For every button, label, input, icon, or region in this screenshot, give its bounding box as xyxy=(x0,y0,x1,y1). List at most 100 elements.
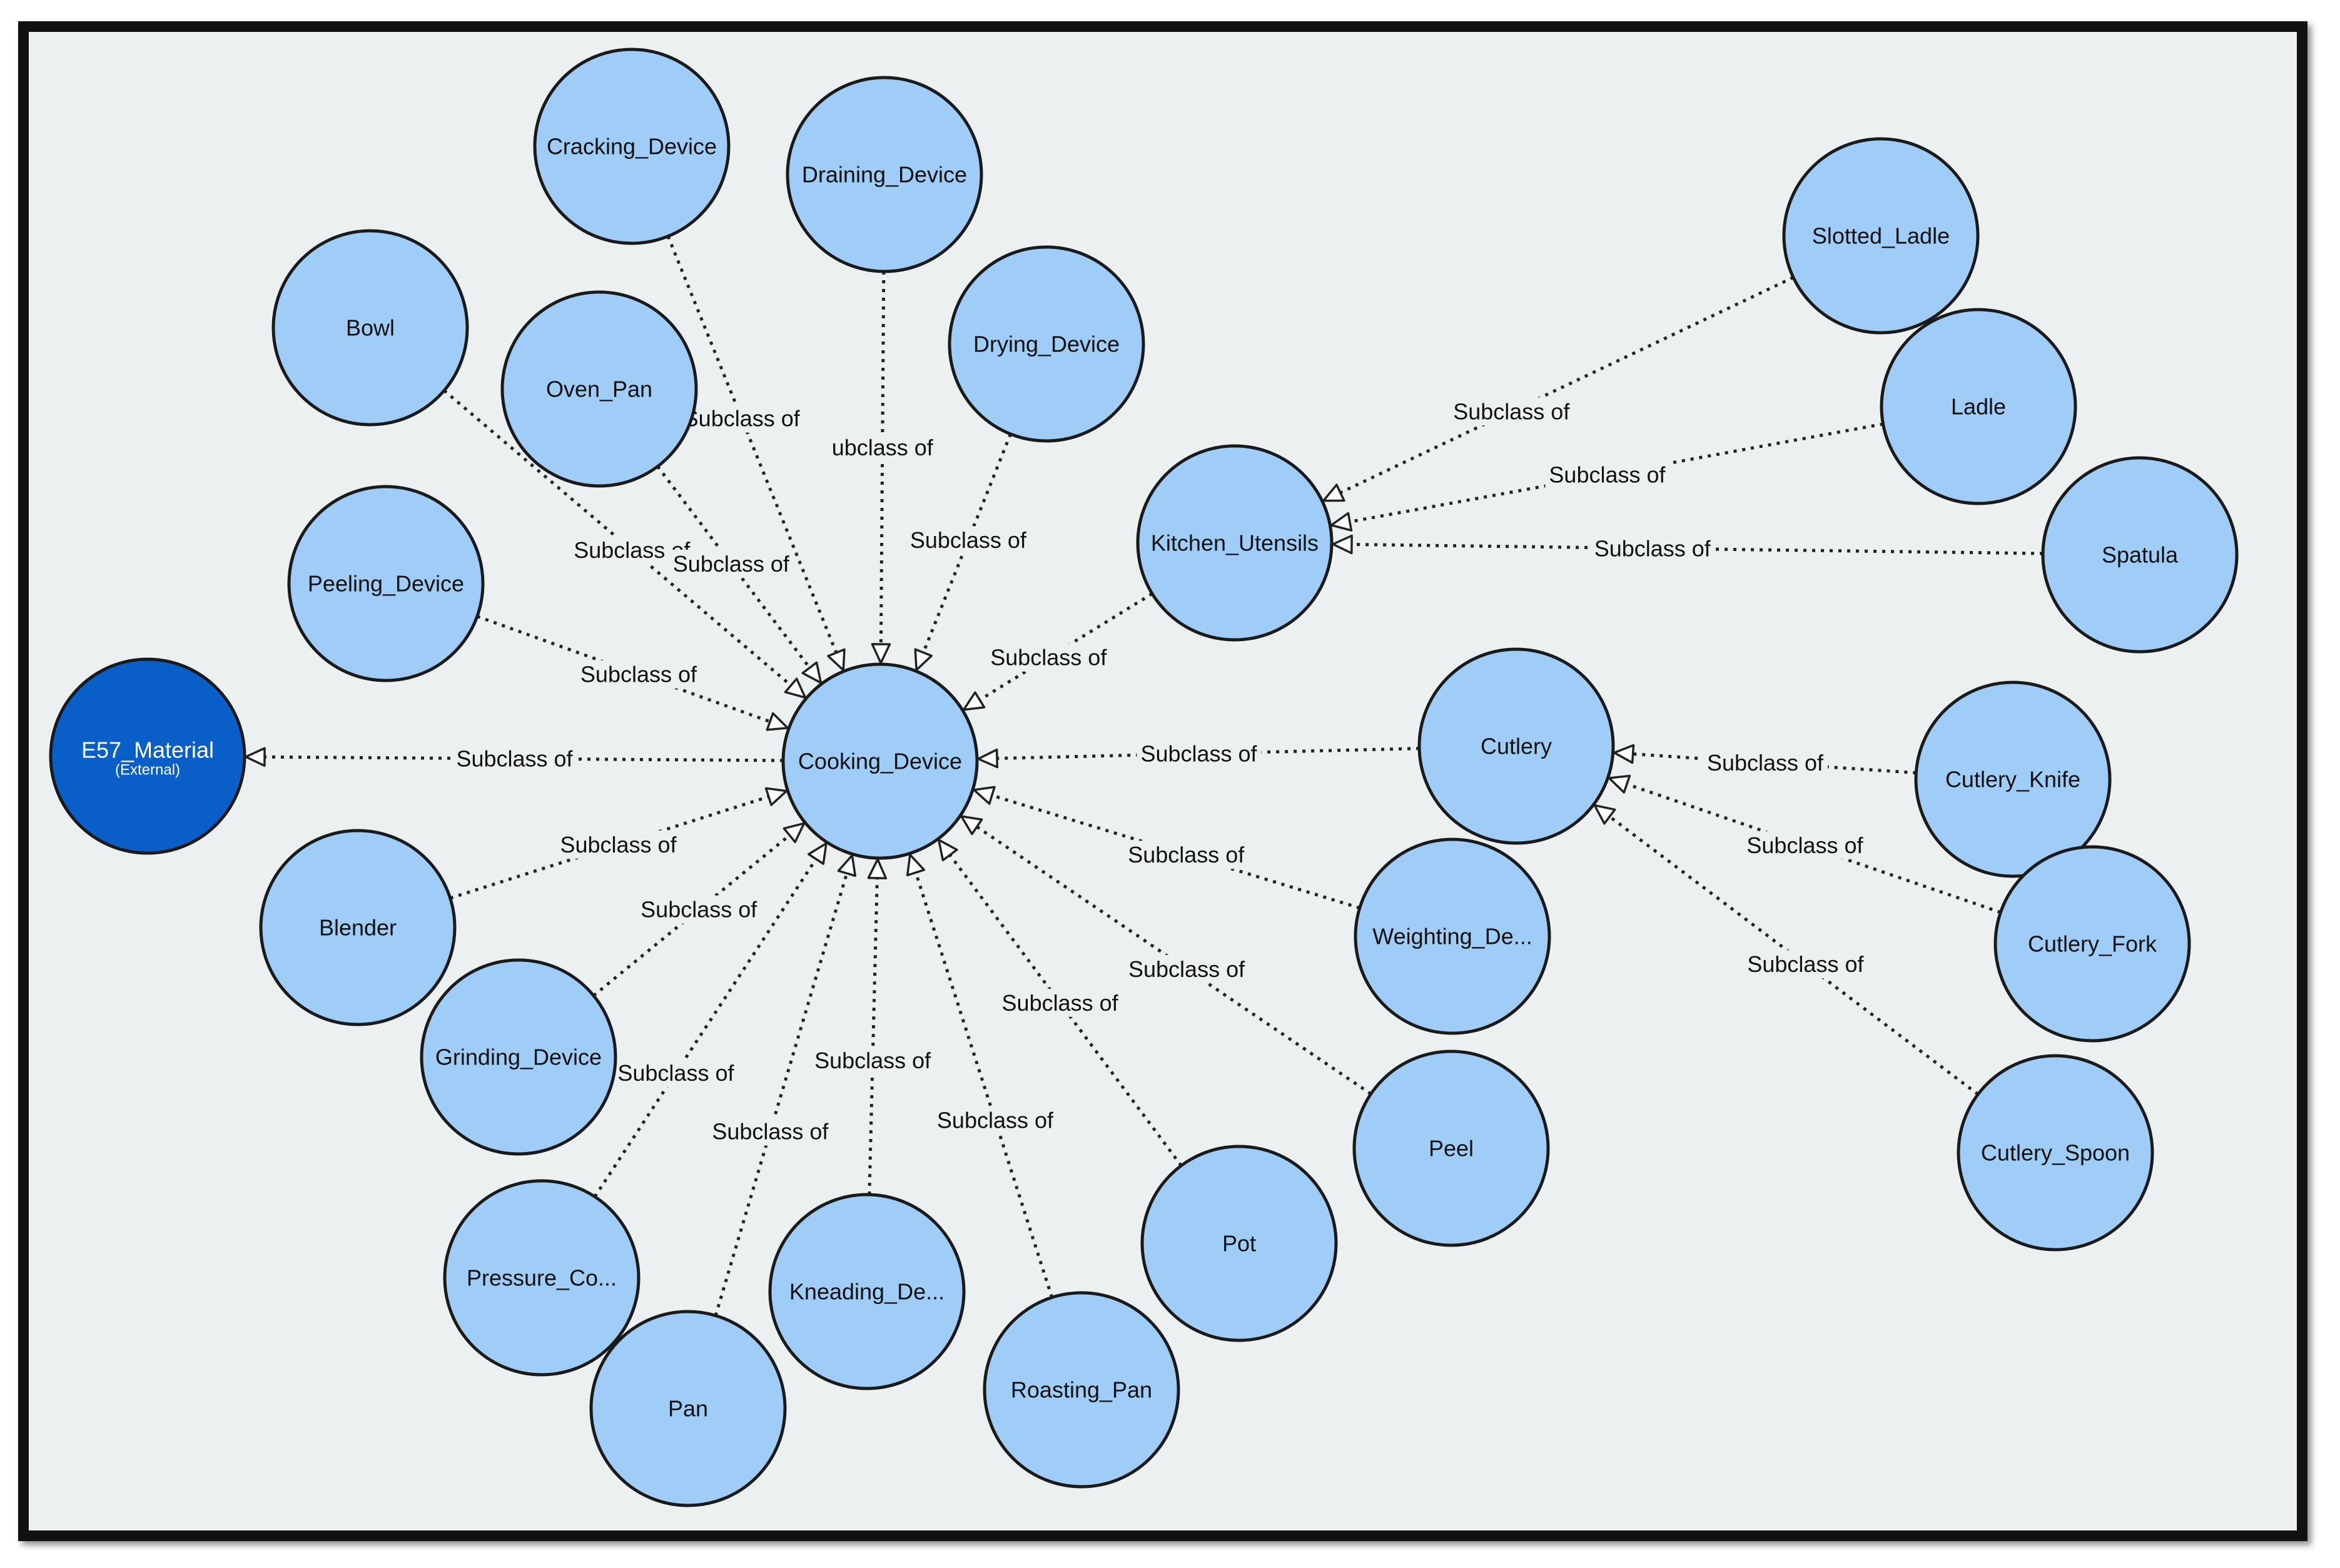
nodes-layer: Cooking_Device E57_Material(External) Crac… xyxy=(49,48,2239,1507)
node-circle[interactable] xyxy=(1354,837,1551,1035)
edge-label-background xyxy=(556,830,681,859)
node-circle[interactable] xyxy=(786,76,983,273)
edge-pan-to-cooking[interactable]: Subclass of xyxy=(708,854,856,1317)
edge-cooking-to-e57[interactable]: Subclass of xyxy=(245,744,784,773)
edge-pot-to-cooking[interactable]: Subclass of xyxy=(938,839,1183,1167)
node-circle[interactable] xyxy=(1914,680,2112,878)
node-peeling[interactable]: Peeling_Device xyxy=(287,485,485,682)
node-circle[interactable] xyxy=(443,1179,641,1377)
node-circle[interactable] xyxy=(49,657,246,855)
node-label: Bowl xyxy=(346,315,395,341)
node-circle[interactable] xyxy=(1136,444,1334,642)
node-circle[interactable] xyxy=(1140,1145,1338,1342)
node-roasting[interactable]: Roasting_Pan xyxy=(983,1291,1180,1489)
node-circle[interactable] xyxy=(983,1291,1180,1489)
node-circle[interactable] xyxy=(1782,137,1980,335)
arrowhead-icon xyxy=(784,677,807,699)
node-circle[interactable] xyxy=(589,1310,787,1507)
node-circle[interactable] xyxy=(2041,456,2239,654)
node-label: Kneading_De... xyxy=(789,1279,945,1305)
node-ladle[interactable]: Ladle xyxy=(1880,308,2077,505)
node-slotted[interactable]: Slotted_Ladle xyxy=(1782,137,1980,335)
node-circle[interactable] xyxy=(1352,1050,1550,1247)
node-blender[interactable]: Blender xyxy=(259,829,457,1026)
edge-knife-to-cutlery[interactable]: Subclass of xyxy=(1613,744,1917,777)
node-weighting[interactable]: Weighting_De... xyxy=(1354,837,1551,1035)
node-label: Weighting_De... xyxy=(1372,924,1532,949)
arrowhead-icon xyxy=(1613,744,1635,764)
node-knife[interactable]: Cutlery_Knife xyxy=(1914,680,2112,878)
node-label: Blender xyxy=(319,915,397,941)
edge-cracking-to-cooking[interactable]: Subclass of xyxy=(666,235,846,672)
node-peel[interactable]: Peel xyxy=(1352,1050,1550,1247)
node-circle[interactable] xyxy=(271,229,469,427)
node-circle[interactable] xyxy=(1993,845,2191,1043)
arrowhead-icon xyxy=(906,853,926,877)
edge-label-background xyxy=(1590,534,1715,563)
edge-label-background xyxy=(679,404,804,433)
node-draining[interactable]: Draining_Device xyxy=(786,76,983,273)
node-drying[interactable]: Drying_Device xyxy=(948,245,1145,443)
node-cutlery[interactable]: Cutlery xyxy=(1417,647,1615,845)
node-label: Pot xyxy=(1222,1231,1256,1257)
node-pan[interactable]: Pan xyxy=(589,1310,787,1507)
node-cracking[interactable]: Cracking_Device xyxy=(533,48,731,245)
node-circle[interactable] xyxy=(948,245,1145,443)
node-circle[interactable] xyxy=(500,290,698,488)
edge-label: Subclass of xyxy=(814,1048,931,1073)
edge-label: Subclass of xyxy=(1128,956,1245,982)
edge-draining-to-cooking[interactable]: ubclass of xyxy=(828,271,938,664)
edge-cutlery-to-cooking[interactable]: Subclass of xyxy=(977,739,1420,769)
arrowhead-icon xyxy=(977,748,999,769)
edge-spoon-to-cutlery[interactable]: Subclass of xyxy=(1593,804,1979,1096)
node-circle[interactable] xyxy=(420,958,617,1156)
edge-weighting-to-cooking[interactable]: Subclass of xyxy=(973,786,1360,910)
node-circle[interactable] xyxy=(1417,647,1615,845)
edge-drying-to-cooking[interactable]: Subclass of xyxy=(906,433,1031,671)
edge-label-background xyxy=(906,526,1031,555)
node-cooking[interactable]: Cooking_Device xyxy=(781,662,979,860)
edge-label-background xyxy=(1449,397,1574,426)
arrowhead-icon xyxy=(914,648,933,671)
edge-grinding-to-cooking[interactable]: Subclass of xyxy=(592,822,806,997)
node-bowl[interactable]: Bowl xyxy=(271,229,469,427)
node-circle[interactable] xyxy=(259,829,457,1026)
edge-peeling-to-cooking[interactable]: Subclass of xyxy=(477,615,789,731)
node-circle[interactable] xyxy=(287,485,485,682)
edge-roasting-to-cooking[interactable]: Subclass of xyxy=(906,853,1058,1298)
edge-kneading-to-cooking[interactable]: Subclass of xyxy=(811,858,936,1195)
node-spatula[interactable]: Spatula xyxy=(2041,456,2239,654)
node-ovenpan[interactable]: Oven_Pan xyxy=(500,290,698,488)
edge-kitchen-to-cooking[interactable]: Subclass of xyxy=(962,592,1153,711)
edge-peel-to-cooking[interactable]: Subclass of xyxy=(960,815,1372,1096)
edge-line xyxy=(592,832,793,997)
node-kneading[interactable]: Kneading_De... xyxy=(768,1193,966,1390)
edge-ovenpan-to-cooking[interactable]: Subclass of xyxy=(656,465,823,684)
node-pressure[interactable]: Pressure_Co... xyxy=(443,1179,641,1377)
node-label: Spatula xyxy=(2102,542,2179,568)
node-kitchen[interactable]: Kitchen_Utensils xyxy=(1136,444,1334,642)
node-label: Draining_Device xyxy=(802,162,967,188)
edge-ladle-to-kitchen[interactable]: Subclass of xyxy=(1330,422,1883,532)
node-circle[interactable] xyxy=(768,1193,966,1390)
node-circle[interactable] xyxy=(1880,308,2077,505)
edge-pressure-to-cooking[interactable]: Subclass of xyxy=(593,842,828,1198)
edge-label: Subclass of xyxy=(684,406,801,432)
edge-fork-to-cutlery[interactable]: Subclass of xyxy=(1608,774,2002,914)
node-grinding[interactable]: Grinding_Device xyxy=(420,958,617,1156)
node-circle[interactable] xyxy=(533,48,731,245)
edge-spatula-to-kitchen[interactable]: Subclass of xyxy=(1332,534,2044,563)
node-circle[interactable] xyxy=(781,662,979,860)
node-spoon[interactable]: Cutlery_Spoon xyxy=(1957,1054,2154,1252)
edge-slotted-to-kitchen[interactable]: Subclass of xyxy=(1322,276,1795,502)
node-e57[interactable]: E57_Material(External) xyxy=(49,657,246,855)
node-fork[interactable]: Cutlery_Fork xyxy=(1993,845,2191,1043)
node-pot[interactable]: Pot xyxy=(1140,1145,1338,1342)
edge-label: Subclass of xyxy=(712,1119,829,1145)
edge-label: Subclass of xyxy=(1128,842,1245,867)
edge-label: Subclass of xyxy=(617,1060,734,1086)
node-circle[interactable] xyxy=(1957,1054,2154,1252)
edge-blender-to-cooking[interactable]: Subclass of xyxy=(449,787,788,900)
edge-label-background xyxy=(1125,954,1250,983)
